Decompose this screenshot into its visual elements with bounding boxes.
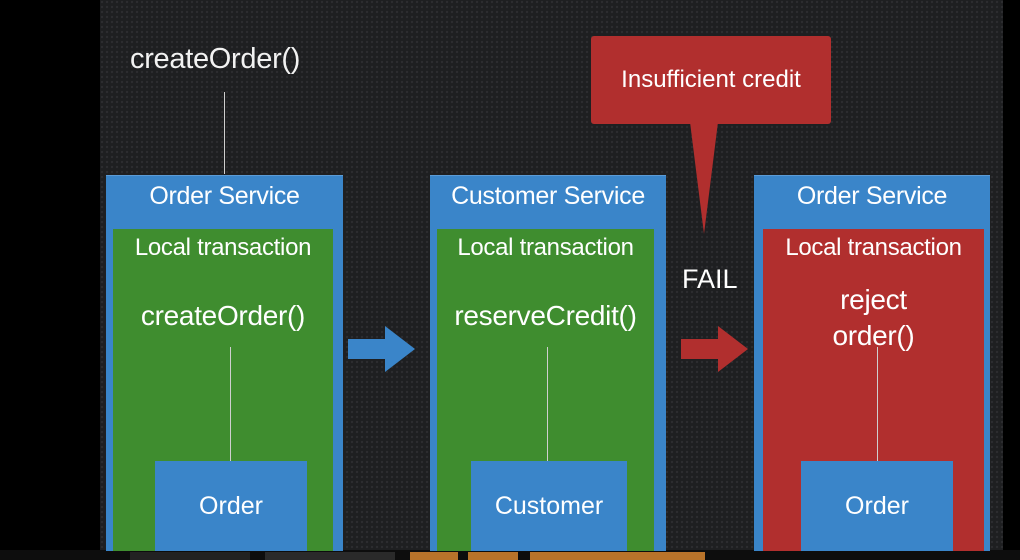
order-service-box: Order Service Local transaction createOr… [106, 175, 343, 551]
order-service-box: Order Service Local transaction reject o… [754, 175, 990, 551]
transaction-label: Local transaction [457, 234, 634, 261]
top-call-connector [224, 92, 225, 174]
local-transaction-box: Local transaction reject order() Order [763, 229, 984, 551]
fail-label: FAIL [682, 264, 738, 294]
service-title: Order Service [796, 182, 948, 210]
customer-service-box: Customer Service Local transaction reser… [430, 175, 666, 551]
entity-box: Order [155, 461, 307, 551]
service-title: Customer Service [451, 182, 645, 210]
strip-block [410, 552, 458, 560]
insufficient-credit-callout: Insufficient credit [591, 36, 831, 124]
transaction-call-line2: order() [832, 320, 915, 351]
entity-box: Customer [471, 461, 627, 551]
transaction-label: Local transaction [134, 234, 312, 261]
strip-block [265, 552, 395, 560]
service-title: Order Service [149, 182, 300, 210]
transaction-call-line1: reject [840, 284, 907, 315]
call-connector [877, 347, 878, 487]
local-transaction-box: Local transaction reserveCredit() Custom… [437, 229, 654, 551]
strip-block [530, 552, 705, 560]
strip-block [130, 552, 250, 560]
strip-block [468, 552, 518, 560]
transaction-call: reserveCredit() [454, 300, 637, 331]
entity-box: Order [801, 461, 953, 551]
call-connector [547, 347, 548, 487]
blue-arrow-icon [348, 326, 415, 372]
transaction-label: Local transaction [785, 234, 962, 261]
red-arrow-icon [681, 326, 748, 372]
transaction-call: createOrder() [140, 300, 306, 331]
top-call-label: createOrder() [130, 43, 301, 75]
callout-pointer [690, 122, 718, 234]
call-connector [230, 347, 231, 487]
right-border [1003, 0, 1020, 560]
local-transaction-box: Local transaction createOrder() Order [113, 229, 333, 551]
